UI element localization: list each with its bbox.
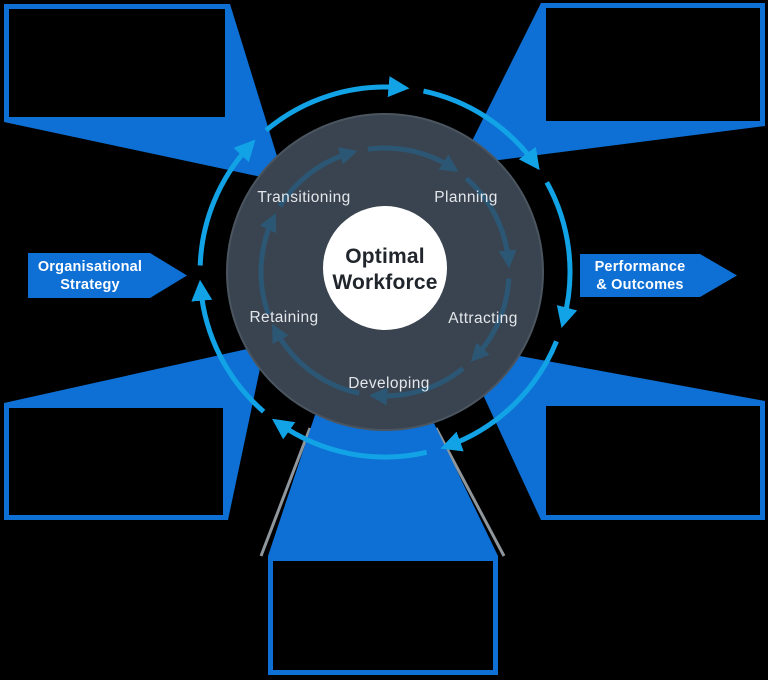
inner-cycle-arrow-5 bbox=[369, 366, 465, 406]
inner-cycle-ring bbox=[258, 145, 517, 406]
outer-cycle-arrow-2 bbox=[197, 139, 256, 266]
outer-cycle-arrow-4 bbox=[422, 88, 540, 171]
output-banner: Performance & Outcomes bbox=[580, 254, 737, 297]
inner-cycle-arrow-6 bbox=[272, 323, 360, 396]
input-banner: Organisational Strategy bbox=[28, 253, 187, 298]
stage-label-retaining: Retaining bbox=[249, 309, 318, 326]
stage-label-developing: Developing bbox=[348, 375, 430, 392]
inner-cycle-arrow-1 bbox=[277, 147, 358, 208]
input-banner-line2: Strategy bbox=[60, 277, 120, 293]
output-banner-line1: Performance bbox=[595, 259, 686, 275]
inner-cycle-arrow-3 bbox=[464, 176, 517, 269]
stage-label-attracting: Attracting bbox=[448, 310, 517, 327]
placeholder-box-bottom-center bbox=[268, 556, 498, 675]
input-banner-line1: Organisational bbox=[38, 259, 142, 275]
placeholder-box-bottom-right bbox=[541, 401, 765, 520]
inner-cycle-arrow-2 bbox=[367, 145, 459, 172]
shadow-line-left bbox=[259, 427, 312, 557]
center-hub-circle bbox=[323, 206, 447, 330]
input-banner-arrow-shape bbox=[28, 253, 187, 298]
inner-cycle-arrow-4 bbox=[470, 278, 512, 362]
stage-labels: Transitioning Planning Attracting Develo… bbox=[249, 189, 517, 392]
center-hub-line2: Workforce bbox=[332, 271, 437, 294]
inner-cycle-arrow-7 bbox=[258, 213, 277, 316]
outer-cycle-ring bbox=[191, 76, 578, 460]
stage-label-planning: Planning bbox=[434, 189, 498, 206]
outer-cycle-arrow-6 bbox=[440, 340, 559, 452]
placeholder-box-bottom-left bbox=[4, 403, 228, 520]
placeholder-box-top-left bbox=[4, 4, 230, 122]
output-banner-arrow-shape bbox=[580, 254, 737, 297]
outer-cycle-arrow-7 bbox=[272, 418, 428, 460]
center-hub-line1: Optimal bbox=[345, 245, 425, 268]
stage-label-transitioning: Transitioning bbox=[257, 189, 350, 206]
outer-cycle-arrow-1 bbox=[191, 279, 266, 414]
output-banner-line2: & Outcomes bbox=[596, 277, 683, 293]
placeholder-box-top-right bbox=[541, 3, 765, 126]
outer-cycle-arrow-3 bbox=[264, 76, 410, 133]
placeholder-boxes bbox=[4, 3, 765, 675]
outer-cycle-arrow-5 bbox=[544, 181, 578, 329]
